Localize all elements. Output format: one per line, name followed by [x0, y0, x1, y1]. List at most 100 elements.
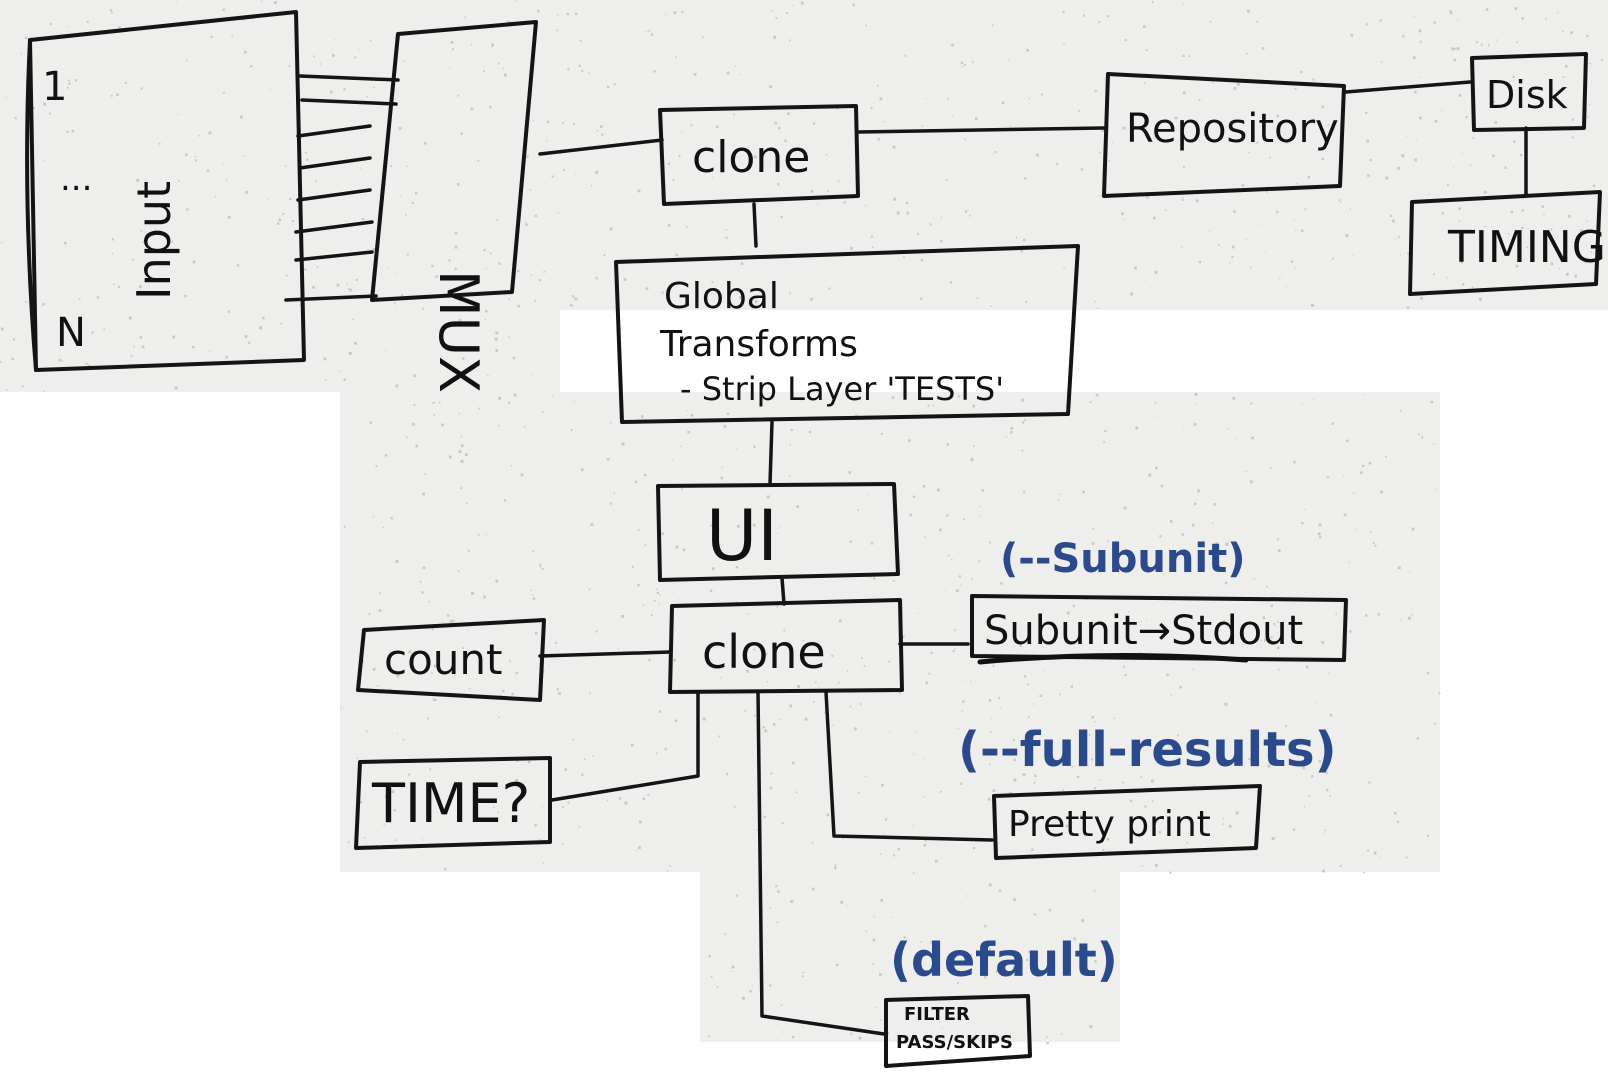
paper-grain: [433, 664, 437, 668]
paper-grain: [839, 619, 842, 623]
paper-grain: [645, 287, 649, 290]
paper-grain: [356, 361, 358, 363]
paper-grain: [1328, 672, 1330, 674]
paper-grain: [537, 9, 540, 13]
paper-grain: [1352, 492, 1355, 494]
paper-grain: [954, 647, 956, 650]
paper-grain: [365, 730, 368, 733]
paper-grain: [390, 517, 393, 520]
paper-grain: [244, 335, 248, 338]
paper-grain: [1571, 118, 1574, 121]
paper-grain: [1368, 781, 1371, 784]
paper-grain: [489, 252, 492, 255]
paper-grain: [970, 954, 973, 956]
paper-grain: [359, 800, 363, 804]
paper-grain: [817, 203, 819, 205]
paper-grain: [396, 310, 398, 311]
paper-grain: [946, 443, 949, 446]
paper-grain: [1023, 419, 1026, 422]
paper-grain: [385, 454, 388, 457]
paper-grain: [897, 848, 901, 851]
paper-grain: [756, 829, 758, 831]
paper-grain: [448, 259, 451, 262]
paper-grain: [578, 64, 581, 67]
paper-grain: [726, 71, 730, 75]
paper-grain: [1300, 70, 1303, 74]
paper-grain: [1277, 538, 1280, 541]
paper-grain: [1019, 819, 1022, 822]
paper-grain: [1374, 544, 1377, 547]
paper-grain: [932, 404, 935, 407]
paper-grain: [1346, 439, 1349, 443]
paper-grain: [1155, 466, 1158, 470]
paper-grain: [1514, 7, 1517, 10]
paper-grain: [116, 93, 119, 96]
paper-grain: [74, 79, 78, 82]
paper-grain: [558, 692, 561, 695]
paper-grain: [1407, 252, 1409, 255]
paper-grain: [575, 12, 578, 15]
paper-grain: [1395, 238, 1397, 240]
clone-top-block: clone: [658, 104, 860, 206]
paper-grain: [1091, 542, 1095, 545]
paper-grain: [976, 297, 979, 299]
paper-grain: [1274, 745, 1276, 747]
paper-grain: [1046, 1041, 1049, 1045]
paper-grain: [791, 397, 794, 400]
paper-grain: [268, 199, 269, 201]
paper-grain: [1279, 277, 1281, 279]
paper-grain: [680, 488, 683, 490]
paper-grain: [802, 975, 804, 978]
paper-grain: [396, 675, 400, 678]
paper-grain: [879, 97, 883, 101]
paper-grain: [632, 565, 634, 568]
paper-grain: [1061, 1033, 1063, 1035]
paper-grain: [905, 201, 909, 204]
paper-grain: [1545, 18, 1547, 20]
paper-grain: [766, 495, 770, 499]
paper-grain: [735, 65, 737, 67]
paper-grain: [1492, 154, 1495, 158]
paper-grain: [928, 672, 931, 675]
paper-grain: [1153, 216, 1156, 220]
paper-grain: [1021, 398, 1025, 402]
paper-grain: [711, 177, 713, 179]
paper-grain: [1134, 266, 1137, 270]
global-transforms-line-2: Transforms: [659, 324, 858, 365]
paper-grain: [1107, 540, 1109, 543]
paper-grain: [644, 473, 647, 477]
paper-grain: [422, 307, 425, 310]
paper-grain: [1188, 55, 1191, 57]
paper-grain: [1588, 103, 1591, 106]
paper-grain: [1449, 10, 1452, 13]
paper-grain: [49, 112, 51, 115]
paper-grain: [1059, 493, 1061, 495]
paper-grain: [403, 60, 405, 62]
paper-grain: [286, 274, 288, 277]
paper-grain: [564, 768, 567, 771]
paper-grain: [1245, 239, 1247, 241]
paper-grain: [548, 665, 550, 667]
paper-grain: [65, 245, 67, 247]
paper-grain: [780, 525, 782, 527]
paper-grain: [870, 106, 873, 109]
paper-grain: [735, 566, 739, 569]
paper-grain: [858, 791, 860, 794]
paper-grain: [1558, 268, 1561, 270]
paper-grain: [984, 143, 986, 145]
paper-grain: [515, 671, 518, 675]
paper-grain: [1345, 234, 1349, 238]
paper-grain: [405, 214, 407, 216]
paper-grain: [572, 123, 575, 125]
paper-grain: [1140, 621, 1142, 623]
paper-grain: [656, 591, 659, 595]
paper-grain: [1367, 849, 1370, 852]
filter-block: (default) FILTER PASS/SKIPS: [884, 933, 1118, 1068]
paper-grain: [1062, 789, 1064, 791]
paper-grain: [818, 686, 820, 688]
paper-grain: [870, 235, 873, 238]
paper-grain: [903, 936, 906, 939]
paper-grain: [111, 11, 113, 14]
paper-grain: [534, 632, 538, 635]
paper-grain: [206, 169, 210, 172]
